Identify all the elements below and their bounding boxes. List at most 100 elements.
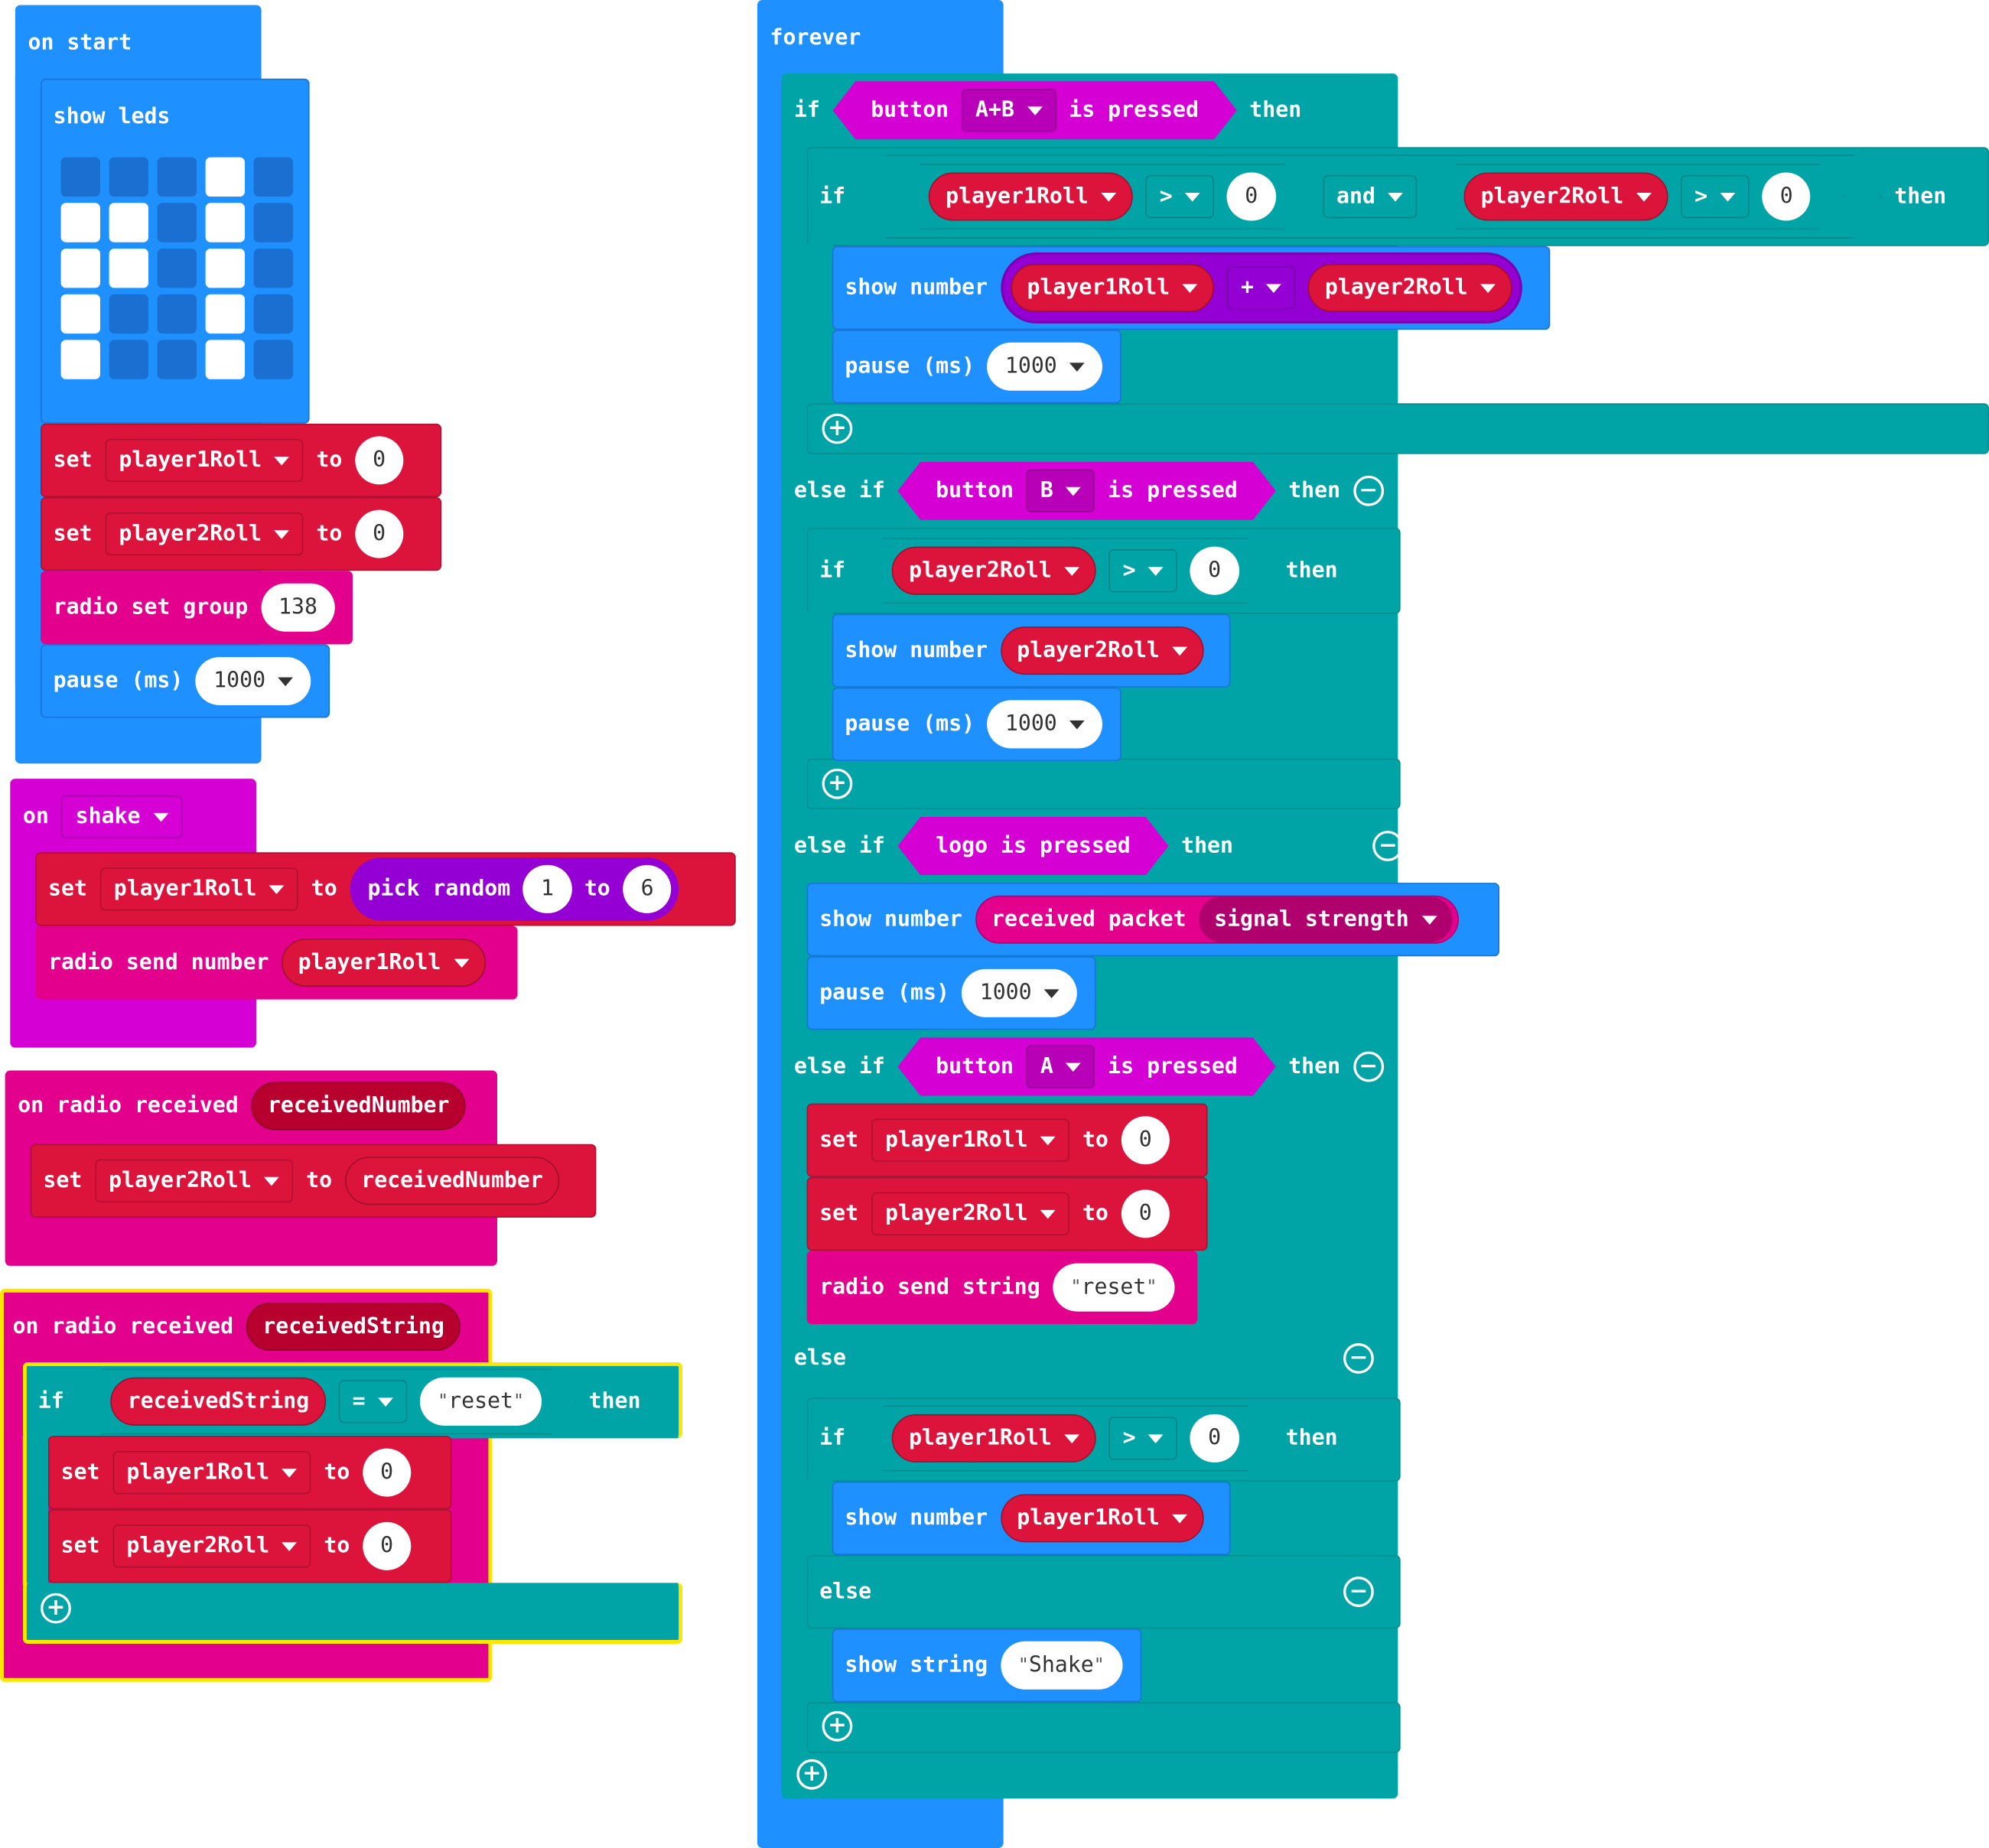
button-pressed-block[interactable]: button B is pressed: [897, 462, 1275, 520]
led-cell[interactable]: [205, 294, 246, 334]
param-reporter[interactable]: receivedString: [111, 1378, 326, 1426]
property-dropdown[interactable]: signal strength: [1199, 896, 1453, 943]
value-input[interactable]: 0: [362, 1521, 412, 1570]
operator-dropdown[interactable]: =: [338, 1380, 407, 1423]
remove-branch-icon[interactable]: −: [1343, 1343, 1374, 1374]
variable-dropdown[interactable]: player2Roll: [105, 512, 304, 556]
pause-dropdown[interactable]: 1000: [962, 968, 1078, 1017]
variable-dropdown[interactable]: player2Roll: [871, 1192, 1070, 1236]
min-input[interactable]: 1: [522, 864, 572, 913]
operator-dropdown[interactable]: >: [1145, 175, 1214, 218]
compare-block[interactable]: player2Roll > 0: [1430, 164, 1844, 229]
led-cell[interactable]: [253, 203, 294, 242]
operator-dropdown[interactable]: >: [1108, 549, 1177, 592]
led-cell[interactable]: [157, 157, 197, 197]
led-cell[interactable]: [205, 249, 246, 288]
led-grid[interactable]: [60, 157, 302, 386]
pick-random-block[interactable]: pick random 1 to 6: [350, 857, 679, 921]
value-input[interactable]: 0: [1190, 1414, 1239, 1462]
operator-dropdown[interactable]: >: [1681, 175, 1750, 218]
compare-block[interactable]: player2Roll > 0: [858, 538, 1273, 604]
value-input[interactable]: 0: [354, 509, 404, 558]
led-cell[interactable]: [253, 340, 294, 379]
received-packet-block[interactable]: received packet signal strength: [975, 895, 1459, 944]
led-cell[interactable]: [60, 294, 100, 334]
button-pressed-block[interactable]: button A+B is pressed: [833, 81, 1237, 139]
variable-reporter[interactable]: player2Roll: [1000, 626, 1204, 675]
string-input[interactable]: "reset": [1053, 1263, 1175, 1312]
param-reporter[interactable]: receivedString: [246, 1302, 461, 1351]
compare-block[interactable]: player1Roll > 0: [858, 1405, 1273, 1471]
pause-dropdown[interactable]: 1000: [987, 342, 1103, 391]
led-cell[interactable]: [60, 340, 100, 379]
value-input[interactable]: 0: [354, 436, 404, 485]
button-pressed-block[interactable]: button A is pressed: [897, 1037, 1275, 1095]
string-input[interactable]: "Shake": [1000, 1641, 1122, 1690]
variable-dropdown[interactable]: player2Roll: [112, 1524, 311, 1568]
variable-reporter[interactable]: player2Roll: [893, 547, 1096, 595]
led-cell[interactable]: [60, 157, 100, 197]
and-block[interactable]: player1Roll > 0 and player2Roll > 0: [858, 155, 1882, 238]
add-branch-icon[interactable]: +: [822, 768, 853, 799]
variable-reporter[interactable]: player2Roll: [1464, 173, 1668, 221]
compare-block[interactable]: player1Roll > 0: [895, 164, 1310, 229]
led-cell[interactable]: [109, 294, 149, 334]
led-cell[interactable]: [253, 294, 294, 334]
logo-pressed-block[interactable]: logo is pressed: [897, 817, 1168, 875]
led-cell[interactable]: [253, 249, 294, 288]
value-input[interactable]: 0: [362, 1448, 412, 1497]
add-branch-icon[interactable]: +: [41, 1593, 71, 1624]
add-branch-icon[interactable]: +: [796, 1759, 828, 1790]
pause-dropdown[interactable]: 1000: [987, 700, 1103, 749]
group-input[interactable]: 138: [260, 583, 336, 632]
value-input[interactable]: 0: [1762, 173, 1810, 221]
remove-branch-icon[interactable]: −: [1372, 831, 1404, 861]
variable-dropdown[interactable]: player1Roll: [105, 438, 304, 483]
button-dropdown[interactable]: A: [1027, 1045, 1095, 1088]
variable-reporter[interactable]: player1Roll: [893, 1414, 1096, 1462]
variable-reporter[interactable]: player1Roll: [282, 939, 486, 987]
variable-dropdown[interactable]: player2Roll: [94, 1159, 294, 1202]
variable-reporter[interactable]: player1Roll: [1000, 1494, 1204, 1543]
value-input[interactable]: 0: [1190, 547, 1239, 595]
led-cell[interactable]: [109, 157, 149, 197]
pause-dropdown[interactable]: 1000: [195, 656, 311, 705]
led-cell[interactable]: [157, 249, 197, 288]
string-input[interactable]: "reset": [420, 1378, 542, 1426]
and-dropdown[interactable]: and: [1323, 175, 1418, 218]
value-input[interactable]: 0: [1227, 173, 1275, 221]
variable-dropdown[interactable]: player1Roll: [112, 1450, 311, 1495]
value-input[interactable]: 0: [1121, 1189, 1170, 1238]
operator-dropdown[interactable]: >: [1108, 1417, 1177, 1459]
led-cell[interactable]: [109, 340, 149, 379]
variable-dropdown[interactable]: player1Roll: [871, 1118, 1070, 1162]
led-cell[interactable]: [205, 157, 246, 197]
variable-reporter[interactable]: player1Roll: [1010, 263, 1215, 312]
remove-branch-icon[interactable]: −: [1353, 1051, 1384, 1082]
led-cell[interactable]: [157, 340, 197, 379]
led-cell[interactable]: [205, 340, 246, 379]
compare-block[interactable]: receivedString = "reset": [76, 1368, 576, 1434]
variable-reporter[interactable]: player1Roll: [929, 173, 1133, 221]
max-input[interactable]: 6: [623, 864, 672, 913]
button-dropdown[interactable]: A+B: [962, 89, 1056, 132]
led-cell[interactable]: [205, 203, 246, 242]
param-reporter[interactable]: receivedNumber: [251, 1082, 467, 1131]
operator-dropdown[interactable]: +: [1226, 266, 1296, 310]
led-cell[interactable]: [253, 157, 294, 197]
led-cell[interactable]: [60, 249, 100, 288]
led-cell[interactable]: [157, 203, 197, 242]
add-branch-icon[interactable]: +: [822, 1710, 853, 1742]
remove-branch-icon[interactable]: −: [1343, 1576, 1374, 1607]
remove-branch-icon[interactable]: −: [1353, 475, 1384, 506]
button-dropdown[interactable]: B: [1027, 470, 1095, 512]
led-cell[interactable]: [157, 294, 197, 334]
led-cell[interactable]: [109, 203, 149, 242]
gesture-dropdown[interactable]: shake: [61, 795, 183, 839]
param-reporter[interactable]: receivedNumber: [344, 1157, 560, 1205]
led-cell[interactable]: [109, 249, 149, 288]
variable-dropdown[interactable]: player1Roll: [99, 867, 299, 911]
variable-reporter[interactable]: player2Roll: [1308, 263, 1512, 312]
add-block[interactable]: player1Roll + player2Roll: [1000, 252, 1522, 324]
